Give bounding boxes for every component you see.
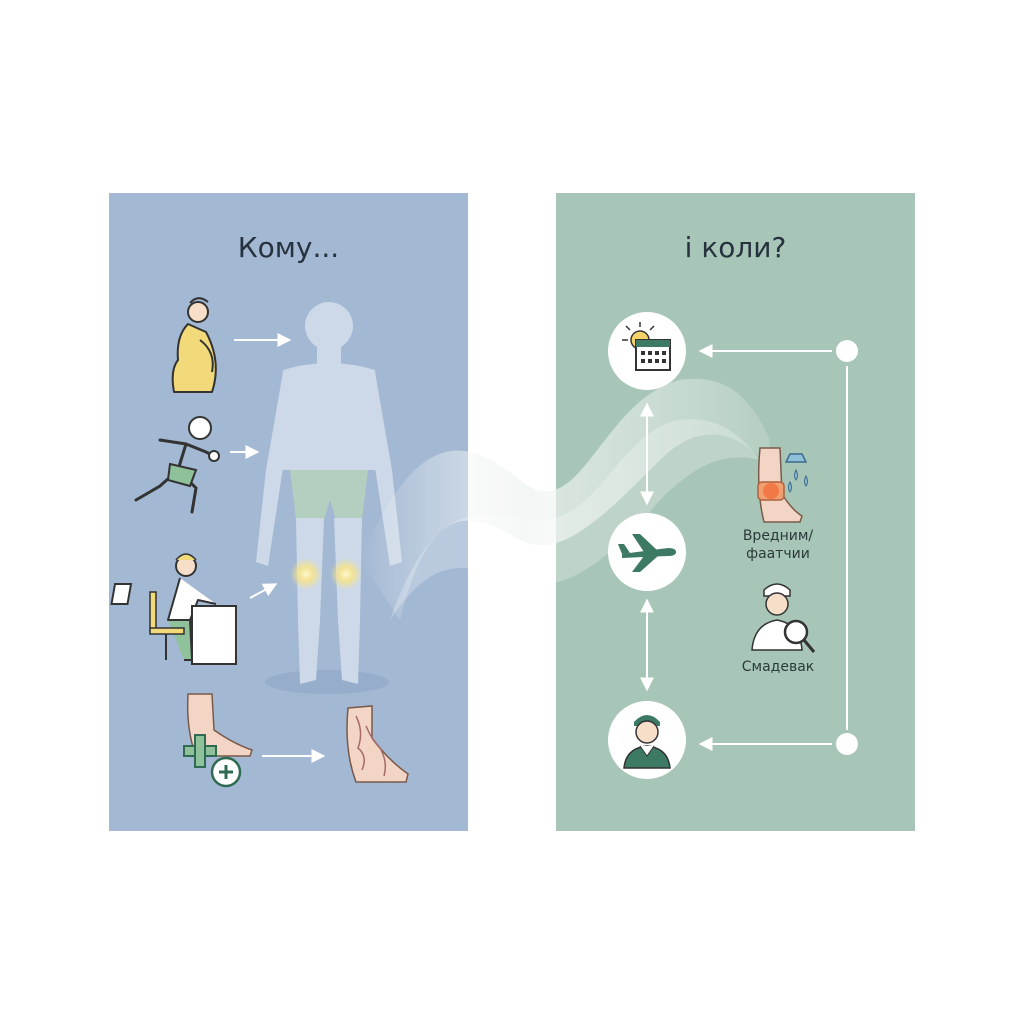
connecting-wave <box>360 378 770 620</box>
doctor-label: Смaдeвак <box>741 659 815 675</box>
left-panel-title: Кому... <box>237 231 340 264</box>
varicose-leg-icon <box>346 705 409 783</box>
right-panel-title: і коли? <box>684 231 787 264</box>
runner-icon <box>134 416 260 514</box>
calendar-sun-icon <box>608 312 686 390</box>
pregnant-woman-icon <box>171 297 292 393</box>
doctor-icon <box>608 701 686 779</box>
office-worker-icon <box>110 553 278 665</box>
airplane-icon <box>608 513 686 591</box>
human-body-silhouette <box>256 302 402 694</box>
injury-label: Вредним/ фаатчии <box>742 528 814 562</box>
injured-leg-icon <box>757 447 808 523</box>
doctor-magnifier-icon <box>751 583 816 653</box>
flow-connectors <box>640 340 858 755</box>
foot-plus-icon <box>183 693 326 788</box>
